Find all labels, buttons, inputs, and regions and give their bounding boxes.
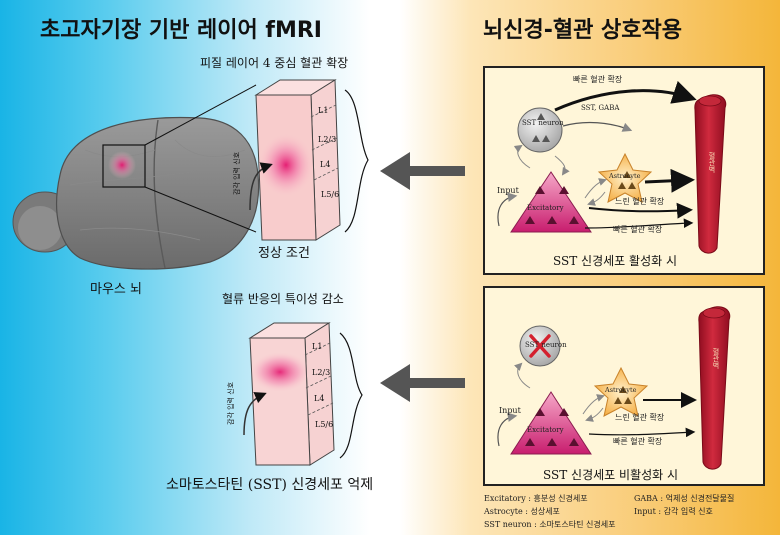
- sensory-input-label-top: 감각 입력 신호: [233, 151, 241, 195]
- top-cortex-caption: 피질 레이어 4 중심 혈관 확장: [200, 56, 349, 70]
- excitatory-label-bottom: Excitatory: [527, 426, 564, 434]
- input-label-top: Input: [497, 186, 519, 195]
- layer-label-l23-bottom: L2/3: [312, 368, 331, 377]
- normal-condition-label: 정상 조건: [258, 246, 310, 261]
- layer-label-l1-top: L1: [318, 106, 329, 115]
- legend-sst: SST neuron : 소마토스타틴 신경세포: [484, 520, 616, 529]
- panel-sst-active-diagram: [497, 80, 727, 254]
- legend-excitatory: Excitatory : 흥분성 신경세포: [484, 494, 588, 503]
- fast-dilation-bottom-label: 빠른 혈관 확장: [613, 225, 663, 234]
- bottom-cortex-caption: 혈류 반응의 특이성 감소: [222, 292, 344, 306]
- big-arrow-bottom: [380, 364, 465, 402]
- slow-dilation-label-bottom: 느린 혈관 확장: [615, 413, 665, 422]
- sst-neuron-label-bottom: SST neuron: [525, 341, 567, 349]
- excitatory-label-top: Excitatory: [527, 204, 564, 212]
- astrocyte-label-top: Astrocyte: [609, 172, 641, 180]
- legend-astrocyte: Astrocyte : 성상세포: [484, 507, 560, 516]
- layer-label-l4-top: L4: [320, 160, 331, 169]
- cortex-block-top: [249, 79, 369, 241]
- panel-sst-active: SST neuron SST, GABA 빠른 혈관 확장 Input Exci…: [483, 66, 765, 275]
- panel-sst-inactive: SST neuron Input Excitatory Astrocyte 느린…: [483, 286, 765, 486]
- layer-label-l56-top: L5/6: [321, 190, 340, 199]
- right-title: 뇌신경-혈관 상호작용: [483, 18, 682, 43]
- panel-bottom-caption: SST 신경세포 비활성화 시: [543, 468, 679, 482]
- mouse-brain-illustration: [12, 84, 260, 270]
- sensory-input-label-bottom: 감각 입력 신호: [227, 381, 235, 425]
- legend-input: Input : 감각 입력 신호: [634, 507, 713, 516]
- fast-dilation-top-label: 빠른 혈관 확장: [573, 75, 623, 84]
- layer-label-l56-bottom: L5/6: [315, 420, 334, 429]
- layer-label-l23-top: L2/3: [318, 135, 337, 144]
- sst-suppression-label: 소마토스타틴 (SST) 신경세포 억제: [166, 477, 374, 493]
- cortex-block-bottom: [243, 322, 363, 466]
- fast-dilation-label-bottom: 빠른 혈관 확장: [613, 437, 663, 446]
- sst-gaba-label-top: SST, GABA: [581, 104, 620, 112]
- astrocyte-label-bottom: Astrocyte: [605, 386, 637, 394]
- sst-neuron-label-top: SST neuron: [522, 119, 564, 127]
- vessel-label-top: 혈관벽: [708, 152, 716, 173]
- big-arrow-top: [380, 152, 465, 190]
- slow-dilation-label-top: 느린 혈관 확장: [615, 197, 665, 206]
- legend-gaba: GABA : 억제성 신경전달물질: [634, 494, 735, 503]
- panel-sst-inactive-diagram: [497, 306, 731, 470]
- vessel-label-bottom: 혈관벽: [712, 348, 720, 369]
- layer-label-l1-bottom: L1: [312, 342, 323, 351]
- left-title: 초고자기장 기반 레이어 fMRI: [40, 18, 322, 43]
- panel-top-caption: SST 신경세포 활성화 시: [553, 254, 677, 268]
- layer-label-l4-bottom: L4: [314, 394, 325, 403]
- input-label-bottom: Input: [499, 406, 521, 415]
- mouse-brain-label: 마우스 뇌: [90, 282, 142, 297]
